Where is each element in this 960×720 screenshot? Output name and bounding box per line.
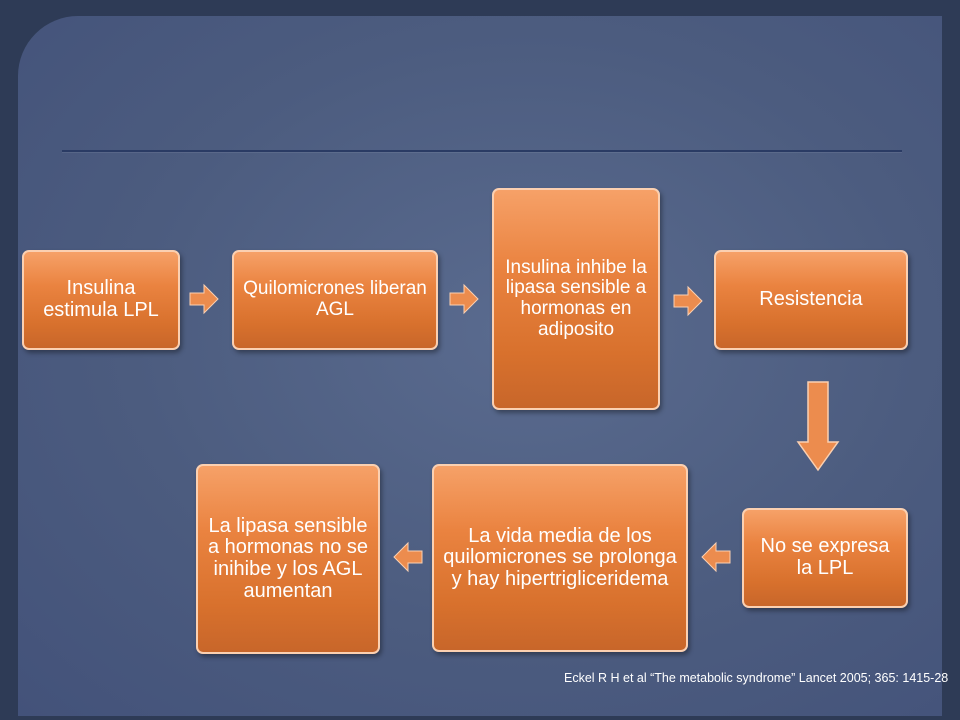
citation-reference: Eckel R H et al “The metabolic syndrome”… [564, 671, 949, 685]
node-insulina-estimula-lpl: Insulina estimula LPL [22, 250, 180, 350]
arrow-left-icon [393, 541, 423, 573]
node-label: La vida media de los quilomicrones se pr… [443, 524, 677, 590]
node-resistencia: Resistencia [714, 250, 908, 350]
title-divider-line [62, 150, 902, 152]
node-label: La lipasa sensible a hormonas no se inih… [207, 514, 369, 602]
node-quilomicrones-liberan-agl: Quilomicrones liberan AGL [232, 250, 438, 350]
node-label: Resistencia [759, 288, 863, 311]
node-label: Quilomicrones liberan AGL [243, 278, 427, 320]
arrow-right-icon [189, 283, 219, 315]
node-no-se-expresa-lpl: No se expresa la LPL [742, 508, 908, 608]
node-vida-media-quilomicrones: La vida media de los quilomicrones se pr… [432, 464, 688, 652]
node-label: Insulina estimula LPL [43, 277, 159, 321]
arrow-down-icon [796, 381, 840, 472]
arrow-right-icon [449, 283, 479, 315]
node-label: No se expresa la LPL [760, 535, 890, 579]
arrow-left-icon [701, 541, 731, 573]
node-lipasa-no-se-inhibe: La lipasa sensible a hormonas no se inih… [196, 464, 380, 654]
arrow-right-icon [673, 285, 703, 317]
node-insulina-inhibe-lipasa: Insulina inhibe la lipasa sensible a hor… [492, 188, 660, 410]
node-label: Insulina inhibe la lipasa sensible a hor… [505, 256, 647, 340]
